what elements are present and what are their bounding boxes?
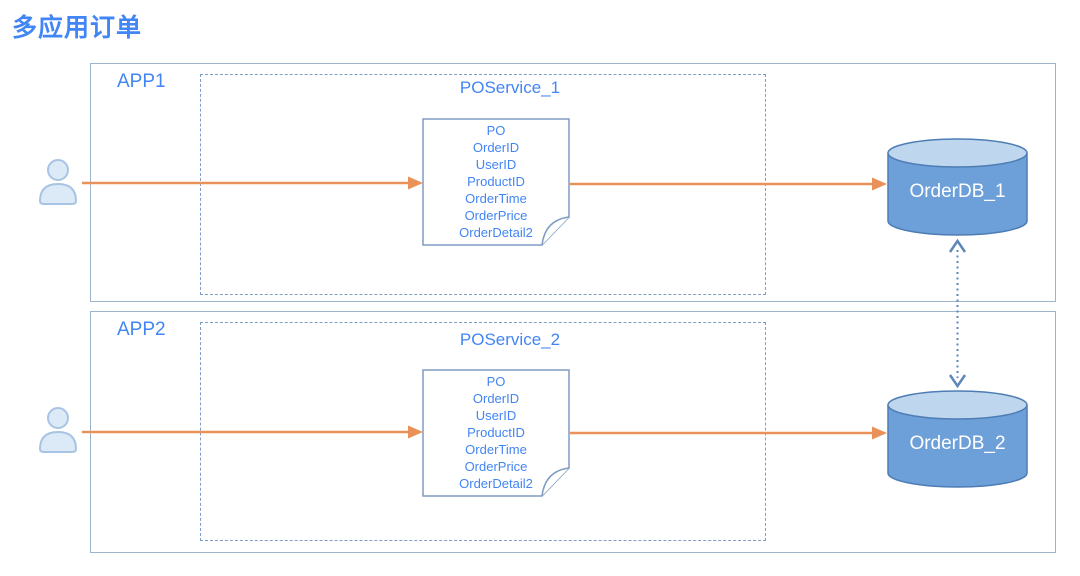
doc-line: PO [486, 374, 506, 389]
doc-line: ProductID [467, 425, 525, 440]
database-icon [887, 390, 1028, 488]
poservice1-label: POService_1 [459, 78, 561, 97]
orderdb2-node: OrderDB_2 [887, 389, 1028, 489]
orderdb1-node: OrderDB_1 [887, 137, 1028, 237]
database-icon [887, 138, 1028, 236]
user2-node [34, 406, 82, 454]
doc-line: OrderID [472, 140, 520, 155]
orderdb1-label: OrderDB_1 [909, 181, 1006, 202]
po-document-2-fields: PO OrderID UserID ProductID OrderTime Or… [422, 373, 570, 492]
poservice2-label: POService_2 [459, 330, 561, 349]
doc-line: OrderPrice [464, 459, 528, 474]
orderdb2-label: OrderDB_2 [909, 433, 1006, 454]
po-document-1: PO OrderID UserID ProductID OrderTime Or… [422, 118, 570, 246]
po-document-1-fields: PO OrderID UserID ProductID OrderTime Or… [422, 122, 570, 241]
doc-line: UserID [475, 408, 517, 423]
doc-line: OrderTime [465, 442, 527, 457]
user1-node [34, 158, 82, 206]
doc-line: PO [486, 123, 506, 138]
app1-label: APP1 [117, 71, 166, 92]
doc-line: ProductID [467, 174, 525, 189]
document-icon [422, 369, 570, 497]
doc-line: OrderDetail2 [459, 476, 533, 491]
doc-line: OrderDetail2 [459, 225, 533, 240]
app2-label: APP2 [117, 319, 166, 340]
document-icon [422, 118, 570, 246]
doc-line: UserID [475, 157, 517, 172]
doc-line: OrderPrice [464, 208, 528, 223]
doc-line: OrderID [472, 391, 520, 406]
po-document-2: PO OrderID UserID ProductID OrderTime Or… [422, 369, 570, 497]
user-icon [38, 407, 78, 453]
doc-line: OrderTime [465, 191, 527, 206]
diagram-title: 多应用订单 [12, 14, 143, 42]
user-icon [38, 159, 78, 205]
